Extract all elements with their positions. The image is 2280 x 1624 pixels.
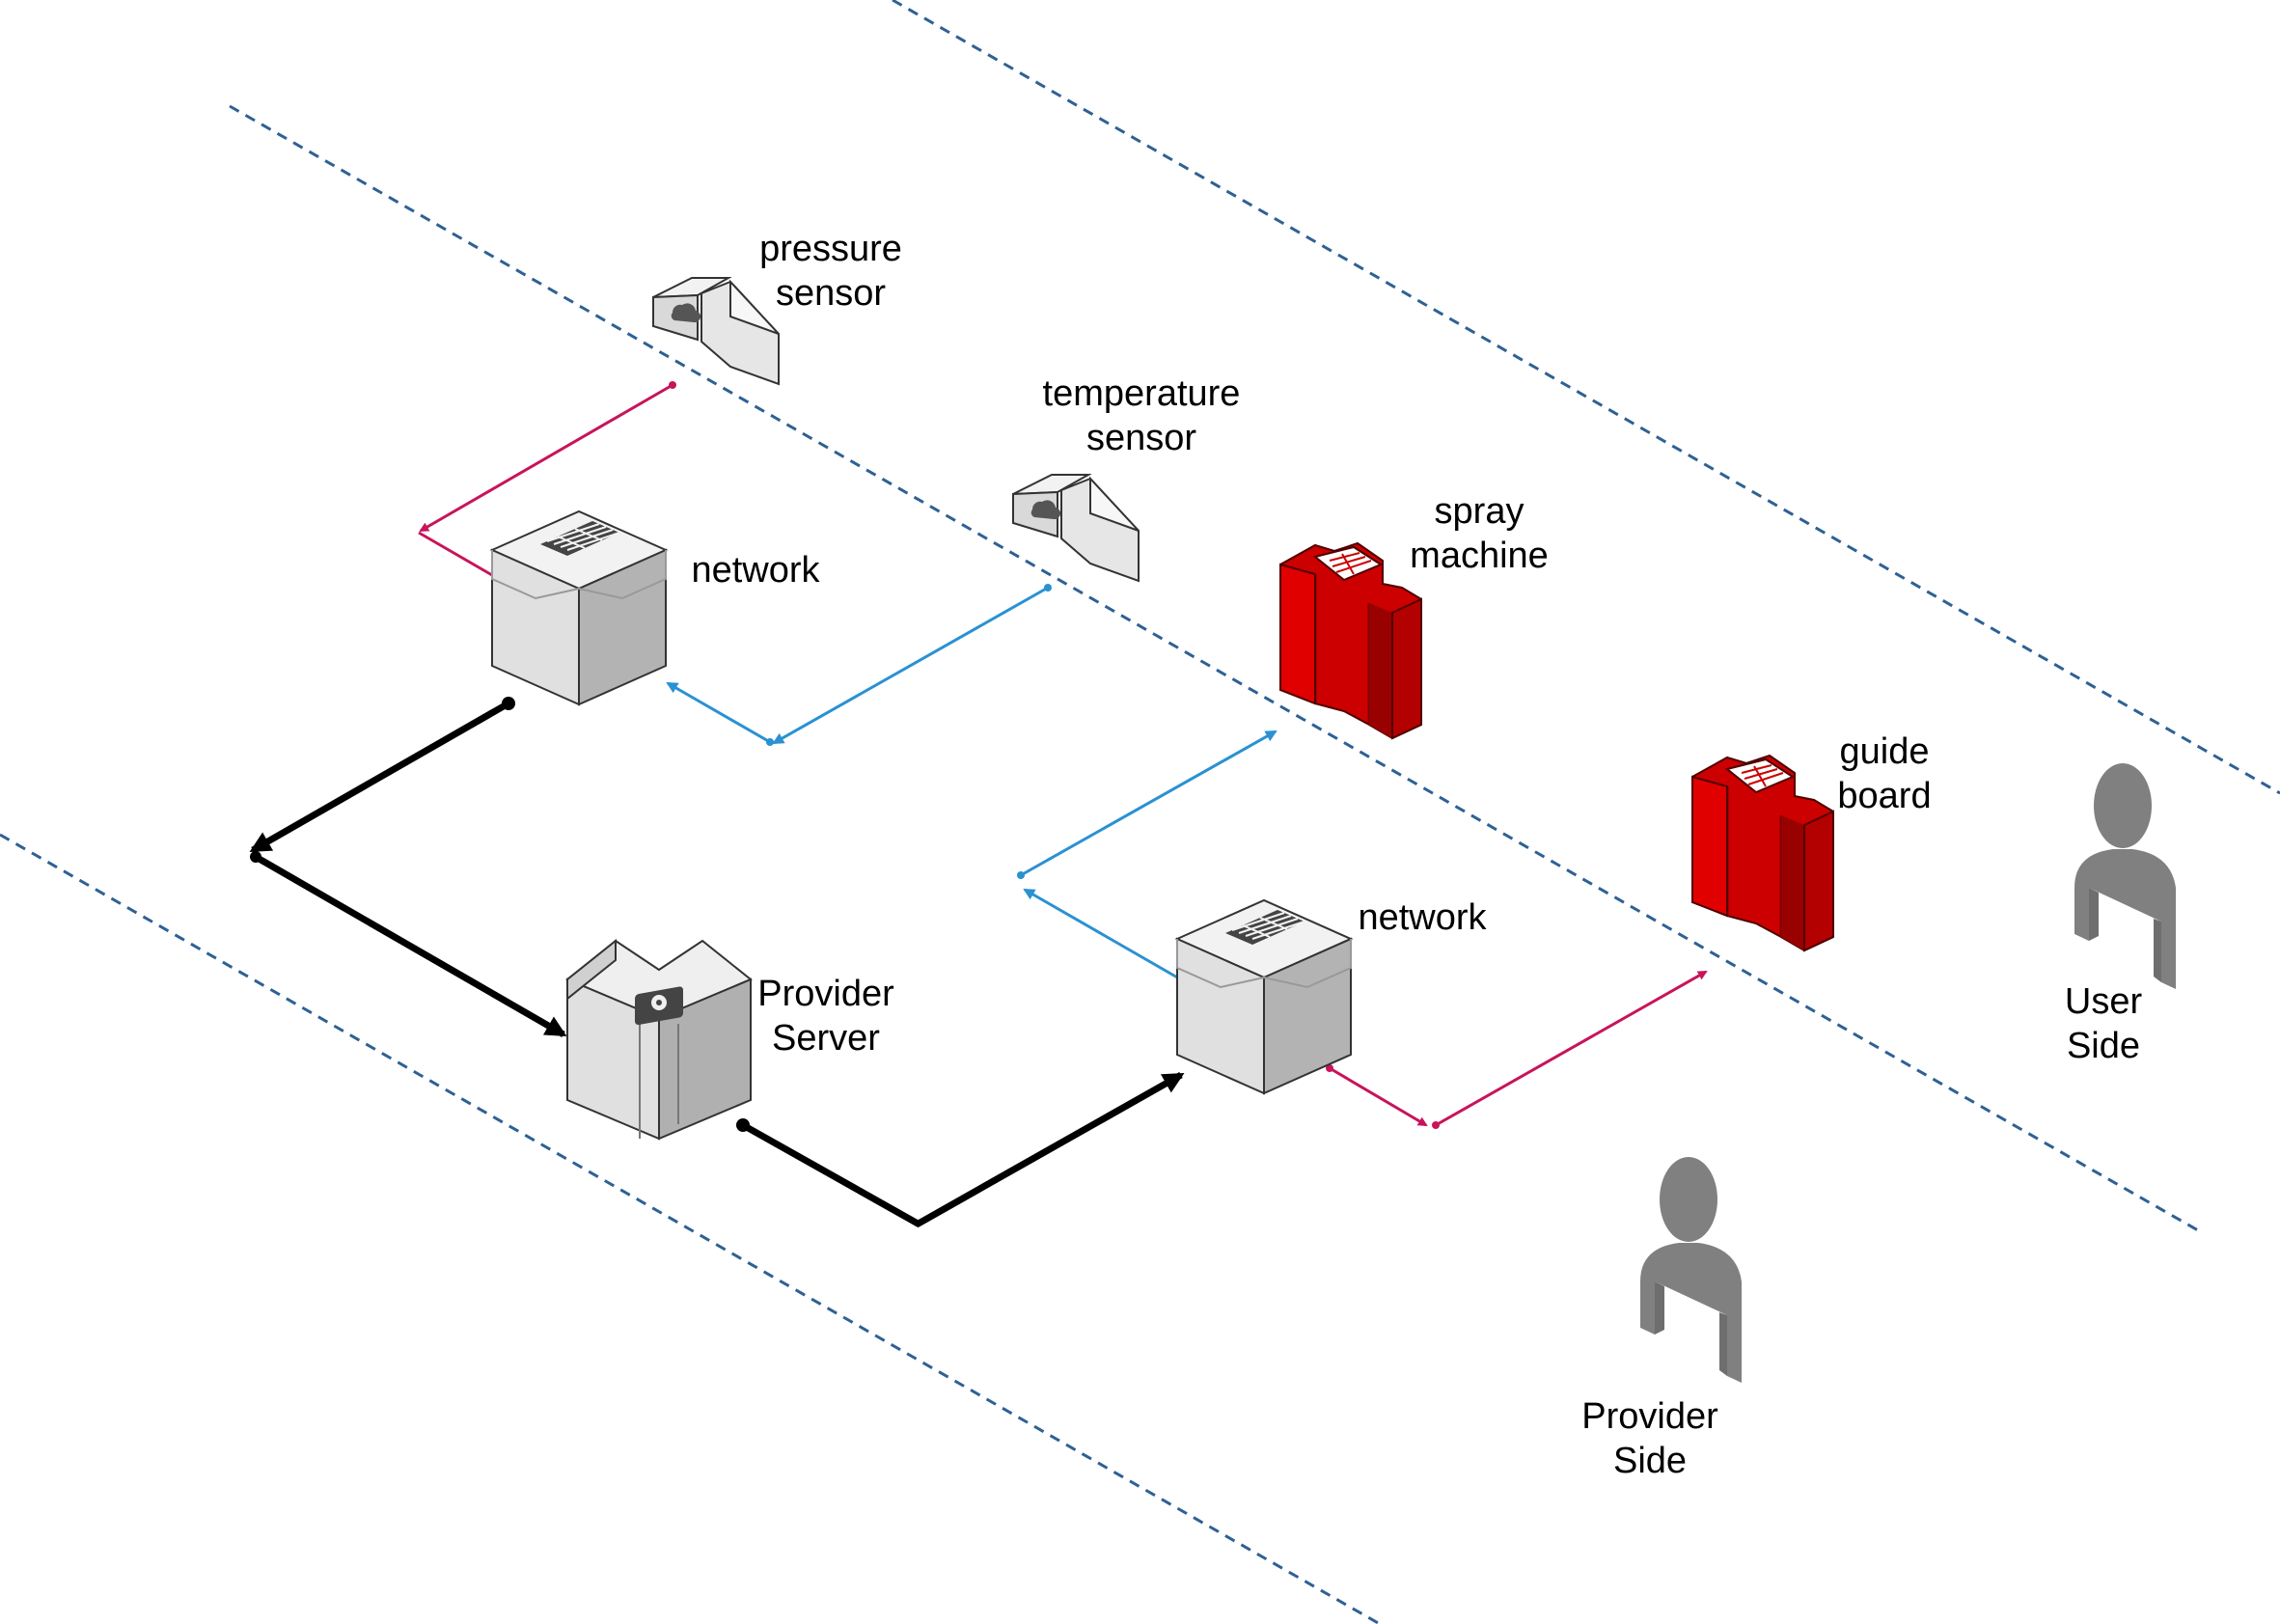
guide-board-device	[1690, 754, 1835, 952]
link-server-to-corner	[741, 1121, 921, 1228]
zone-line-top	[892, 0, 2280, 795]
user-side-person-icon	[2074, 763, 2176, 989]
provider-server-label: Provider Server	[757, 974, 894, 1059]
zone-line-bottom	[0, 833, 1381, 1624]
pressure-sensor-label: pressure sensor	[759, 229, 902, 314]
link-pink-to-guide-board	[1435, 970, 1708, 1127]
link-corner-to-network	[915, 1071, 1185, 1228]
black-links	[249, 697, 1185, 1228]
link-blue-to-spray-machine	[1020, 729, 1277, 877]
network-right-label: network	[1358, 897, 1487, 938]
link-network-to-pink-corner	[1329, 1066, 1428, 1127]
temperature-sensor-label: temperature sensor	[1042, 373, 1241, 458]
network-left-label: network	[691, 550, 820, 591]
zone-line-middle	[229, 104, 2199, 1232]
provider-side-label: Provider Side	[1581, 1396, 1718, 1481]
link-pink-to-network	[418, 531, 493, 577]
pink-links	[418, 381, 1708, 1129]
link-network-to-corner	[249, 700, 510, 854]
link-network-to-blue-corner	[1023, 888, 1180, 980]
network-left-device	[491, 510, 667, 705]
user-side-label: User Side	[2064, 981, 2143, 1066]
provider-server-device	[566, 940, 752, 1140]
link-blue-to-network	[666, 681, 771, 744]
guide-board-label: guide board	[1837, 731, 1932, 816]
network-right-device	[1176, 899, 1352, 1094]
spray-machine-device	[1278, 541, 1423, 740]
link-corner-to-server	[254, 853, 567, 1038]
spray-machine-label: spray machine	[1410, 491, 1549, 576]
provider-side-person-icon	[1640, 1157, 1742, 1383]
blue-links	[666, 584, 1277, 980]
link-temperature-sensor	[772, 586, 1049, 745]
link-pressure-sensor	[419, 383, 673, 533]
